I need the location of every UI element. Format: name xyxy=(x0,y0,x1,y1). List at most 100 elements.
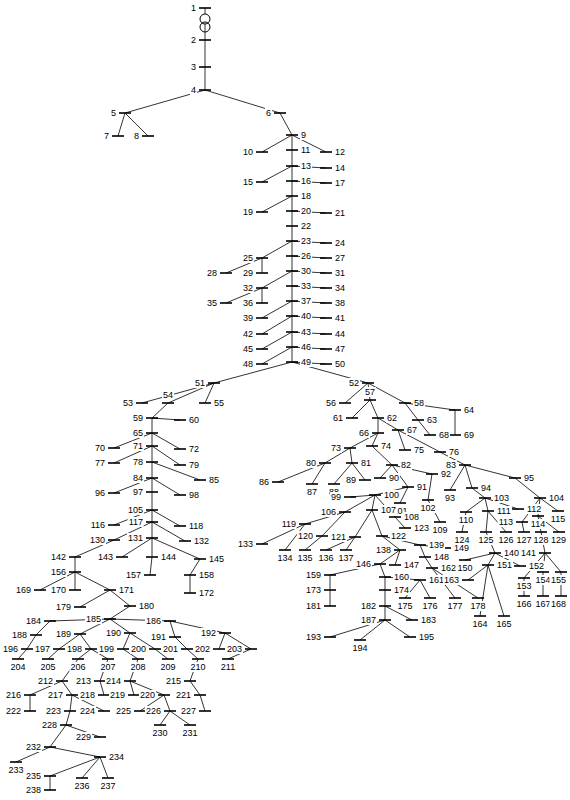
bus-bar xyxy=(462,579,474,581)
bus-number: 92 xyxy=(440,469,452,479)
bus-bar xyxy=(364,399,376,401)
bus-number: 105 xyxy=(127,505,144,515)
bus-number: 69 xyxy=(463,430,475,440)
bus-number: 166 xyxy=(515,599,532,609)
bus-bar xyxy=(299,523,311,525)
bus-number: 95 xyxy=(523,473,535,483)
bus-number: 184 xyxy=(25,616,42,626)
branch-line xyxy=(50,776,51,790)
branch-line xyxy=(152,522,153,538)
bus-bar xyxy=(324,605,336,607)
bus-number: 21 xyxy=(334,208,346,218)
bus-bar xyxy=(354,639,366,641)
bus-number: 201 xyxy=(162,644,179,654)
bus-bar xyxy=(374,477,386,479)
bus-number: 43 xyxy=(300,327,312,337)
bus-bar xyxy=(553,531,565,533)
bus-number: 20 xyxy=(300,206,312,216)
bus-number: 147 xyxy=(403,560,420,570)
bus-number: 176 xyxy=(421,601,438,611)
bus-number: 211 xyxy=(220,662,236,672)
bus-number: 141 xyxy=(520,548,537,558)
branch-line xyxy=(346,537,355,550)
bus-number: 78 xyxy=(132,457,144,467)
branch-line xyxy=(428,474,432,500)
bus-bar xyxy=(516,521,528,523)
bus-bar xyxy=(539,552,551,554)
branch-line xyxy=(110,606,130,619)
bus-bar xyxy=(532,515,544,517)
bus-number: 155 xyxy=(550,575,567,585)
branch-line xyxy=(75,572,110,590)
bus-number: 109 xyxy=(431,525,448,535)
branch-line xyxy=(262,166,292,182)
bus-number: 150 xyxy=(456,563,473,573)
bus-bar xyxy=(324,636,336,638)
branch-line xyxy=(152,403,168,418)
branch-line xyxy=(280,113,292,135)
bus-bar xyxy=(286,315,298,317)
bus-bar xyxy=(344,447,356,449)
bus-number: 210 xyxy=(189,662,206,672)
bus-bar xyxy=(316,535,328,537)
bus-bar xyxy=(406,619,418,621)
bus-number: 151 xyxy=(496,560,513,570)
branch-line xyxy=(352,400,370,418)
bus-number: 100 xyxy=(383,490,400,500)
bus-number: 12 xyxy=(334,147,346,157)
bus-number: 2 xyxy=(190,35,197,45)
bus-bar xyxy=(256,181,268,183)
bus-bar xyxy=(482,510,494,512)
bus-bar xyxy=(414,544,426,546)
bus-bar xyxy=(286,210,298,212)
branch-line xyxy=(292,316,293,332)
bus-bar xyxy=(104,618,116,620)
bus-number: 33 xyxy=(300,281,312,291)
bus-number: 165 xyxy=(495,619,512,629)
bus-bar xyxy=(320,212,332,214)
bus-bar xyxy=(174,525,186,527)
bus-number: 18 xyxy=(300,191,312,201)
bus-bar xyxy=(514,565,526,567)
branch-line xyxy=(486,511,488,532)
bus-number: 198 xyxy=(66,644,83,654)
bus-number: 48 xyxy=(242,359,254,369)
bus-bar xyxy=(306,483,318,485)
branch-line xyxy=(262,288,263,303)
bus-bar xyxy=(184,574,196,576)
bus-bar xyxy=(449,597,461,599)
branch-line xyxy=(100,757,108,778)
bus-bar xyxy=(319,462,331,464)
bus-bar xyxy=(164,620,176,622)
bus-bar xyxy=(374,563,386,565)
bus-number: 178 xyxy=(469,601,486,611)
branch-line xyxy=(420,545,425,557)
bus-bar xyxy=(184,724,196,726)
bus-number: 135 xyxy=(296,553,313,563)
bus-bar xyxy=(344,496,356,498)
bus-number: 133 xyxy=(237,539,254,549)
branch-line xyxy=(292,135,293,150)
bus-bar xyxy=(169,636,181,638)
bus-bar xyxy=(104,589,116,591)
bus-bar xyxy=(509,477,521,479)
branch-line xyxy=(152,478,153,492)
bus-bar xyxy=(414,579,426,581)
bus-number: 159 xyxy=(305,570,322,580)
bus-number: 51 xyxy=(194,378,206,388)
bus-number: 153 xyxy=(515,581,532,591)
branch-line xyxy=(50,747,100,757)
bus-number: 119 xyxy=(281,519,297,529)
bus-bar xyxy=(199,402,211,404)
bus-bar xyxy=(399,449,411,451)
bus-bar xyxy=(424,434,436,436)
bus-bar xyxy=(376,535,388,537)
branch-line xyxy=(205,67,206,90)
bus-number: 149 xyxy=(453,543,470,553)
bus-bar xyxy=(181,648,193,650)
bus-number: 79 xyxy=(188,460,200,470)
bus-number: 190 xyxy=(105,628,122,638)
branch-line xyxy=(292,286,293,301)
bus-bar xyxy=(328,483,340,485)
bus-number: 218 xyxy=(79,690,96,700)
